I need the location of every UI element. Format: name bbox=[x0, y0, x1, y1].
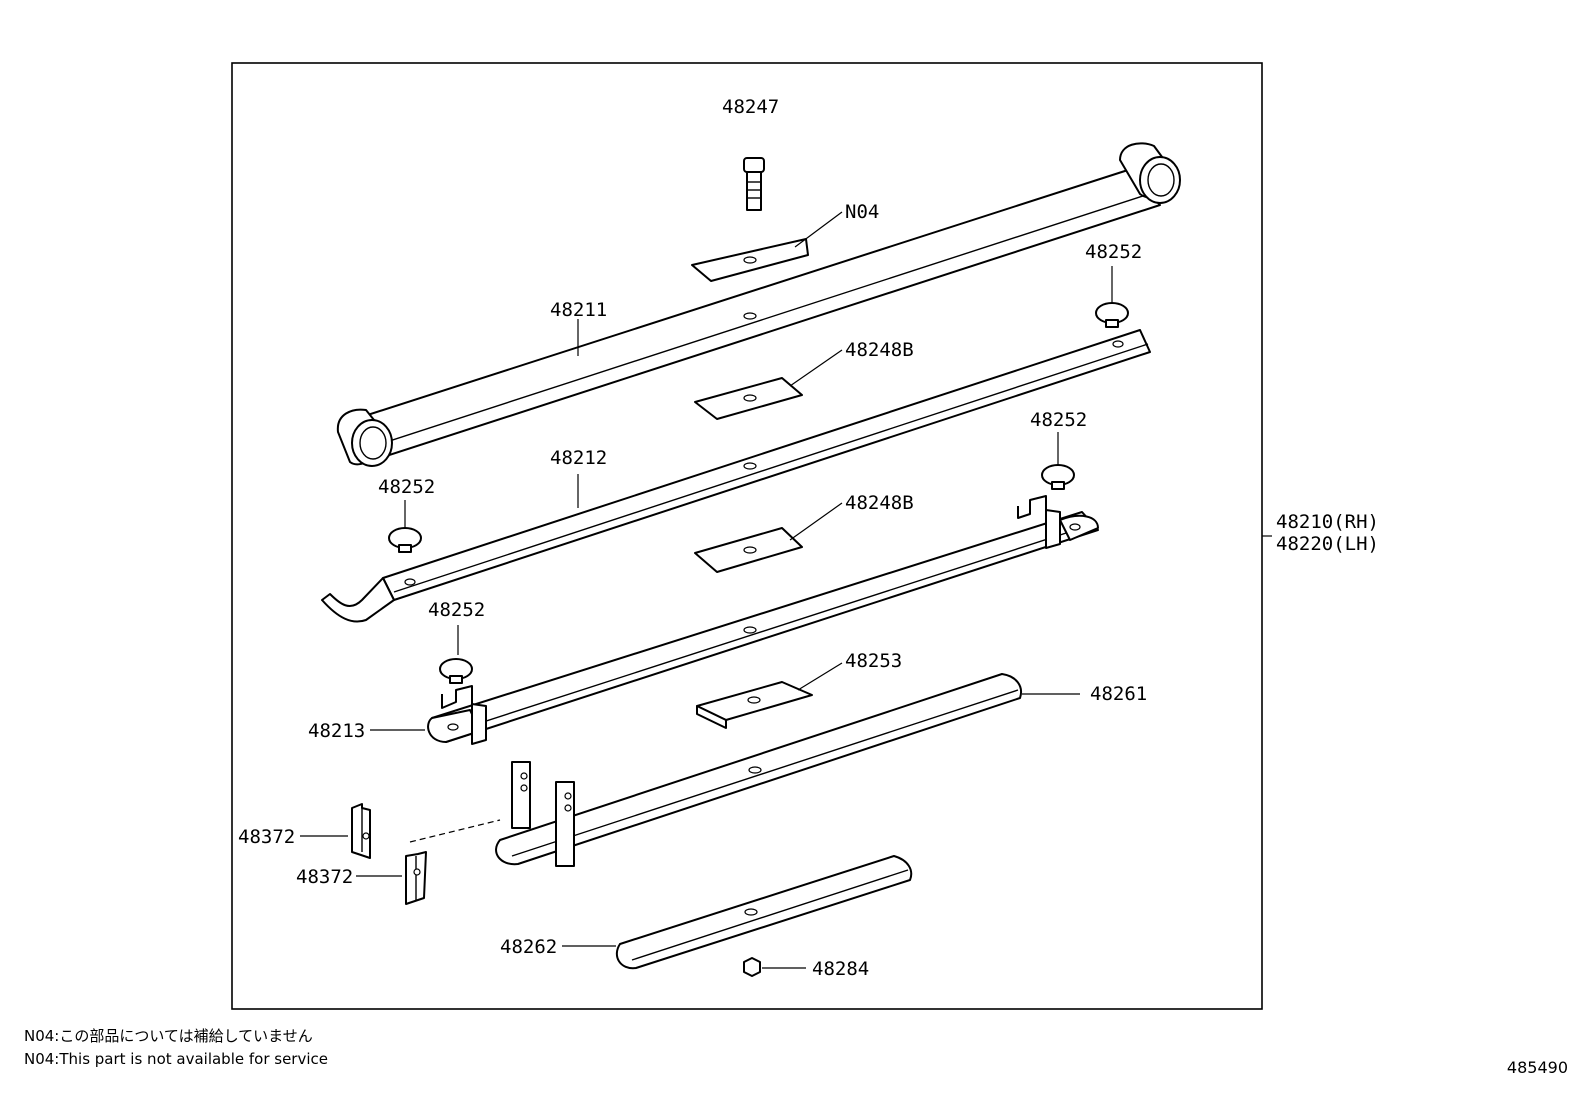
leaf-48212[interactable] bbox=[321, 329, 1151, 623]
spacer-48248b-upper[interactable] bbox=[694, 377, 803, 420]
label-48210-rh: 48210(RH) bbox=[1276, 511, 1379, 533]
label-48261: 48261 bbox=[1090, 683, 1147, 705]
label-48252-a: 48252 bbox=[1085, 241, 1142, 263]
label-48372-a: 48372 bbox=[238, 826, 295, 848]
leaf-48262[interactable] bbox=[615, 855, 913, 970]
silencer-48252-a[interactable] bbox=[1095, 302, 1129, 328]
clip-48372-b[interactable] bbox=[405, 851, 427, 905]
label-48253: 48253 bbox=[845, 650, 902, 672]
label-48213: 48213 bbox=[308, 720, 365, 742]
label-48220-lh: 48220(LH) bbox=[1276, 533, 1379, 555]
note-english: N04:This part is not available for servi… bbox=[24, 1050, 328, 1068]
label-48248b-lower: 48248B bbox=[845, 492, 914, 514]
label-n04: N04 bbox=[845, 201, 879, 223]
nut-48284[interactable] bbox=[743, 957, 761, 977]
leaf-48261[interactable] bbox=[495, 673, 1022, 867]
spacer-48253[interactable] bbox=[696, 681, 813, 729]
label-48248b-upper: 48248B bbox=[845, 339, 914, 361]
label-48252-c: 48252 bbox=[1030, 409, 1087, 431]
silencer-48252-c[interactable] bbox=[1041, 464, 1075, 490]
spacer-48248b-lower[interactable] bbox=[694, 527, 803, 573]
silencer-48252-b[interactable] bbox=[388, 527, 422, 553]
label-48372-b: 48372 bbox=[296, 866, 353, 888]
label-48212: 48212 bbox=[550, 447, 607, 469]
clip-48372-a[interactable] bbox=[351, 803, 371, 859]
label-48247: 48247 bbox=[722, 96, 779, 118]
label-48252-d: 48252 bbox=[428, 599, 485, 621]
figure-number: 485490 bbox=[1506, 1058, 1568, 1077]
label-48262: 48262 bbox=[500, 936, 557, 958]
note-japanese: N04:この部品については補給していません bbox=[24, 1027, 313, 1045]
label-48284: 48284 bbox=[812, 958, 869, 980]
label-48252-b: 48252 bbox=[378, 476, 435, 498]
n04-plate[interactable] bbox=[691, 238, 809, 282]
silencer-48252-d[interactable] bbox=[439, 658, 473, 684]
center-bolt[interactable] bbox=[743, 157, 765, 211]
leaf-48213[interactable] bbox=[427, 495, 1099, 745]
label-48211: 48211 bbox=[550, 299, 607, 321]
main-leaf-48211[interactable] bbox=[336, 142, 1181, 467]
